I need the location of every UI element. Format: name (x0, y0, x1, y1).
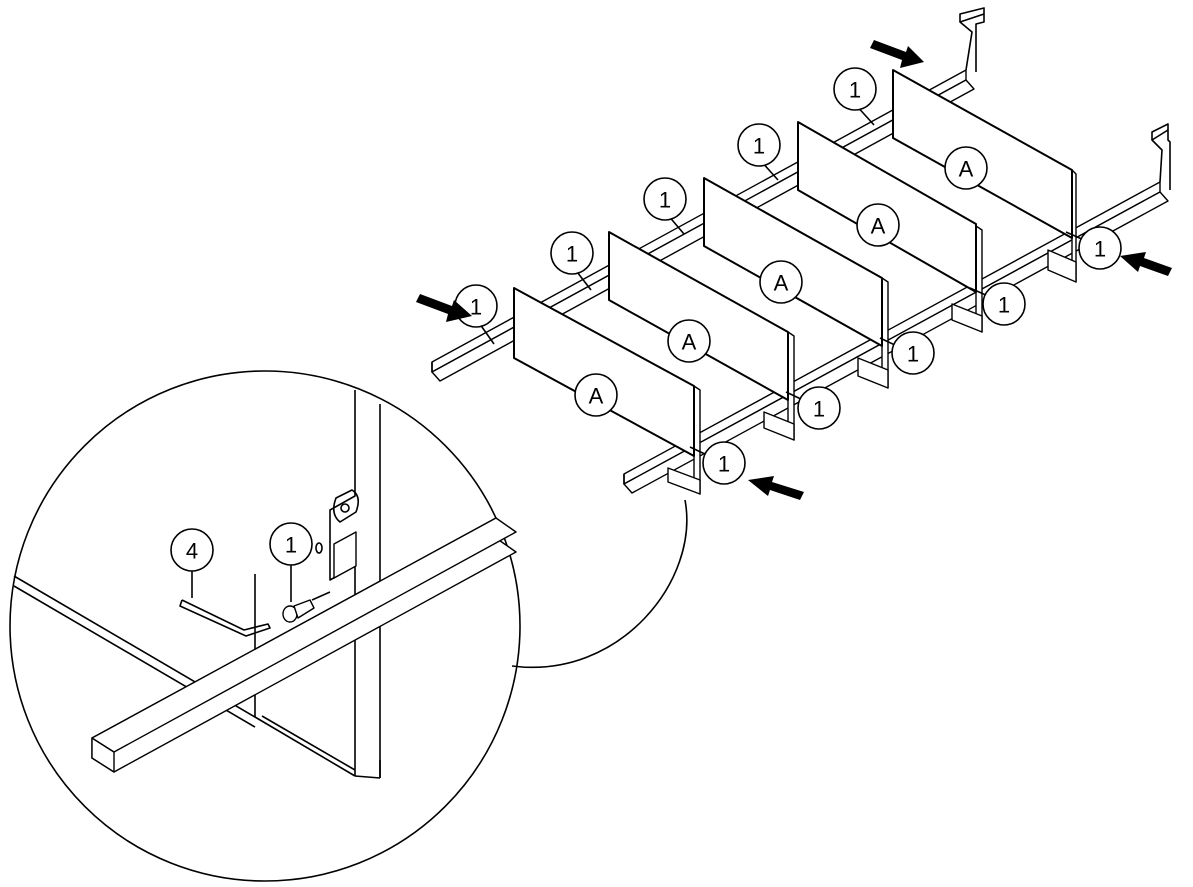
panel-2 (608, 231, 795, 441)
callout-front-5: 1 (1094, 237, 1106, 262)
panel-label-1: A (589, 384, 604, 409)
callout-back-1: 1 (470, 295, 482, 320)
panel-label-5: A (959, 157, 974, 182)
panel-label-4: A (871, 214, 886, 239)
panel-label-3: A (774, 271, 789, 296)
callout-back-5: 1 (849, 78, 861, 103)
direction-arrows (416, 40, 1172, 500)
callout-back-3: 1 (659, 188, 671, 213)
front-callouts: 1 1 1 1 1 (689, 226, 1122, 485)
panels (513, 69, 1077, 495)
callout-front-1: 1 (718, 452, 730, 477)
callout-back-4: 1 (753, 134, 765, 159)
panel-label-2: A (682, 330, 697, 355)
callout-front-4: 1 (998, 293, 1010, 318)
screw-callout: 1 (285, 533, 297, 558)
arrow-front-bottom (748, 476, 804, 500)
callout-front-3: 1 (907, 342, 919, 367)
arrow-back-top (870, 40, 924, 68)
callout-back-2: 1 (566, 242, 578, 267)
allen-key (179, 599, 271, 637)
allen-key-callout: 4 (186, 539, 198, 564)
screw (282, 591, 331, 623)
callout-front-2: 1 (813, 397, 825, 422)
panel-3 (703, 177, 889, 389)
panel-labels: A A A A A (574, 146, 988, 417)
arrow-front-right (1120, 252, 1172, 276)
panel-1 (513, 287, 701, 495)
detail-view: 4 1 (9, 370, 688, 882)
arrow-back-bottom (416, 294, 472, 322)
